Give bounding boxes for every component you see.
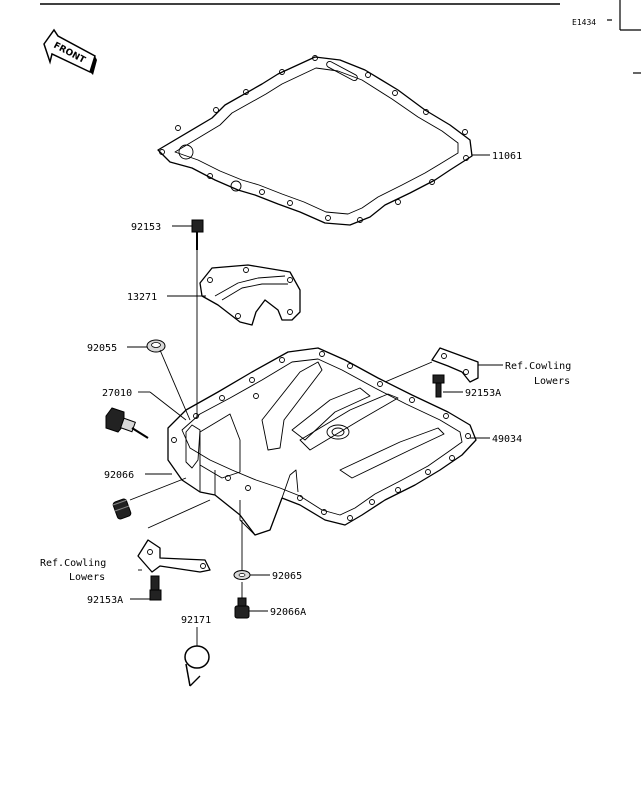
baffle-plate (199, 264, 301, 326)
lower-bracket (137, 539, 211, 573)
upper-bracket (431, 347, 479, 383)
ref-lower-line1: Ref.Cowling (40, 558, 106, 569)
label-49034: 49034 (492, 434, 522, 445)
label-92055: 92055 (87, 343, 117, 354)
oil-pressure-switch (105, 407, 149, 439)
label-13271: 13271 (127, 292, 157, 303)
label-92153A-lower: 92153A (87, 595, 123, 606)
label-92153: 92153 (131, 222, 161, 233)
bolt-92153A-upper (432, 374, 445, 398)
oil-pan-gasket (157, 55, 473, 226)
clamp-92171 (184, 645, 210, 687)
label-92066: 92066 (104, 470, 134, 481)
bolt-92153A-lower (149, 575, 162, 601)
label-27010: 27010 (102, 388, 132, 399)
diagram-code: E1434 (572, 18, 596, 27)
ref-upper-line1: Ref.Cowling (505, 361, 571, 372)
washer-92065 (233, 570, 251, 580)
front-arrow: FRONT (43, 28, 97, 75)
drain-plug-92066A (234, 597, 250, 619)
leader-lines (127, 154, 503, 646)
plug-92066 (112, 498, 132, 520)
label-92171: 92171 (181, 615, 211, 626)
oil-pan (167, 347, 477, 536)
label-92153A-upper: 92153A (465, 388, 501, 399)
label-11061: 11061 (492, 151, 522, 162)
label-92065: 92065 (272, 571, 302, 582)
ref-lower-line2: Lowers (69, 572, 105, 583)
label-92066A: 92066A (270, 607, 306, 618)
o-ring-92055 (146, 339, 166, 353)
ref-upper-line2: Lowers (534, 376, 570, 387)
bolt-92153 (191, 219, 204, 250)
page-frame (40, 0, 641, 74)
